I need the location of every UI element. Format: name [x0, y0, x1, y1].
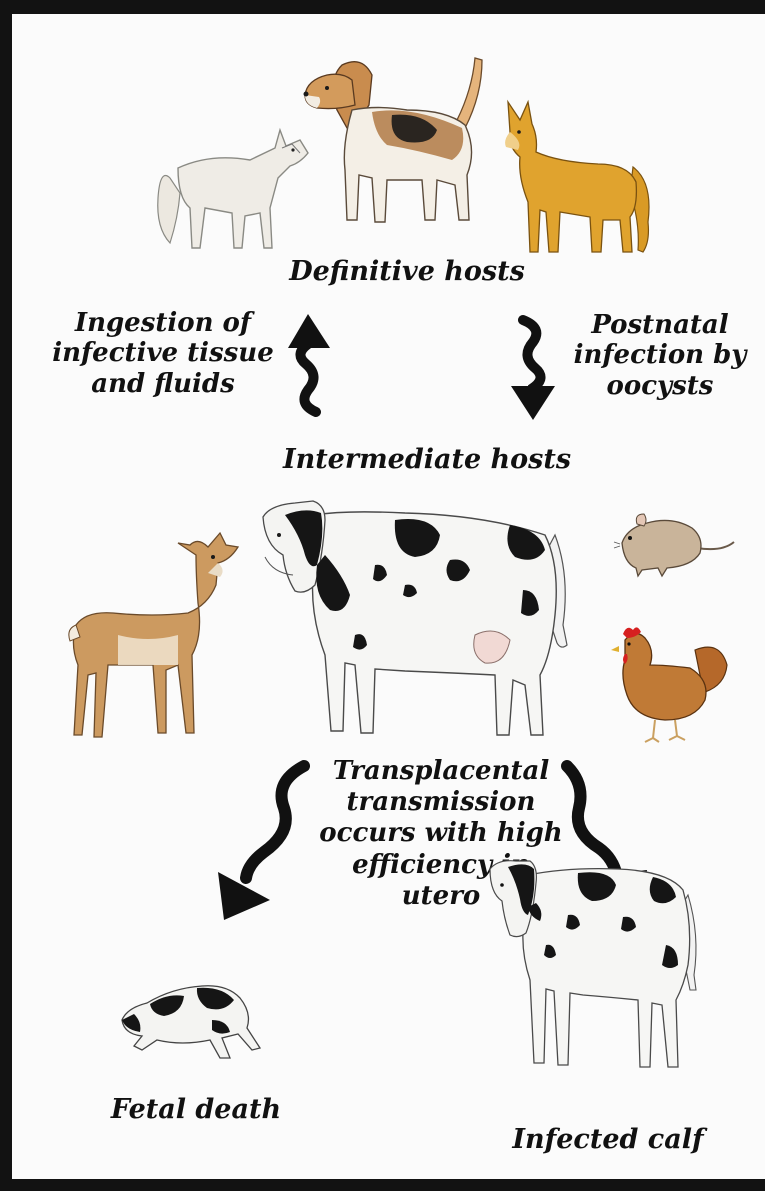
downward-wavy-arrow — [511, 315, 555, 420]
transplacental-transmission-label: Transplacental transmission occurs with … — [319, 756, 563, 911]
fetal-death-label: Fetal death — [110, 1094, 282, 1125]
wolf-illustration — [157, 127, 309, 249]
left-down-arrow — [218, 760, 310, 920]
dead-fetus-calf-illustration — [121, 985, 262, 1059]
postnatal-infection-label: Postnatal infection by oocysts — [573, 310, 747, 401]
ingestion-label: Ingestion of infective tissue and fluids — [52, 308, 274, 399]
deer-illustration — [68, 531, 240, 738]
infected-calf-label: Infected calf — [512, 1124, 704, 1155]
chicken-illustration — [611, 627, 728, 743]
dingo-illustration — [505, 99, 650, 253]
holstein-cow-illustration — [262, 500, 568, 736]
intermediate-hosts-label: Intermediate hosts — [282, 444, 572, 475]
definitive-hosts-label: Definitive hosts — [289, 256, 525, 287]
upward-wavy-arrow — [288, 314, 330, 417]
beagle-dog-illustration — [303, 57, 483, 223]
infected-calf-illustration — [489, 860, 697, 1068]
mouse-illustration — [613, 513, 735, 578]
